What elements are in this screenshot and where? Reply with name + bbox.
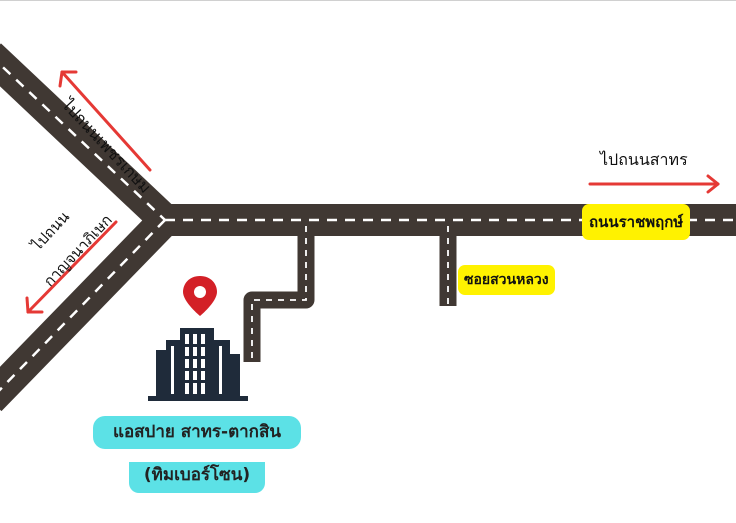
road-centerlines — [0, 62, 736, 392]
building-icon — [148, 328, 248, 401]
road-branch-building — [243, 220, 315, 362]
arrow-to-sathorn — [588, 174, 720, 194]
building-name-line1: แอสปาย สาทร-ตากสิน — [113, 422, 281, 442]
centerline-phetkasem — [0, 62, 166, 221]
building-name-label: แอสปาย สาทร-ตากสิน (ทิมเบอร์โซน) — [93, 416, 301, 493]
centerline-kanchanaphisek — [0, 219, 166, 392]
label-to-sathorn: ไปถนนสาทร — [600, 150, 688, 169]
direction-arrows — [25, 70, 720, 314]
arrow-to-phetkasem — [58, 70, 152, 172]
centerline-branch — [251, 226, 307, 362]
location-pin-icon — [183, 276, 217, 316]
building-name-line2: (ทิมเบอร์โซน) — [129, 462, 265, 493]
badge-ratchaphruek-road: ถนนราชพฤกษ์ — [582, 204, 691, 240]
arrow-to-kanchanaphisek — [25, 220, 118, 314]
top-border — [0, 0, 736, 1]
badge-soi-suan-luang: ซอยสวนหลวง — [458, 265, 555, 295]
